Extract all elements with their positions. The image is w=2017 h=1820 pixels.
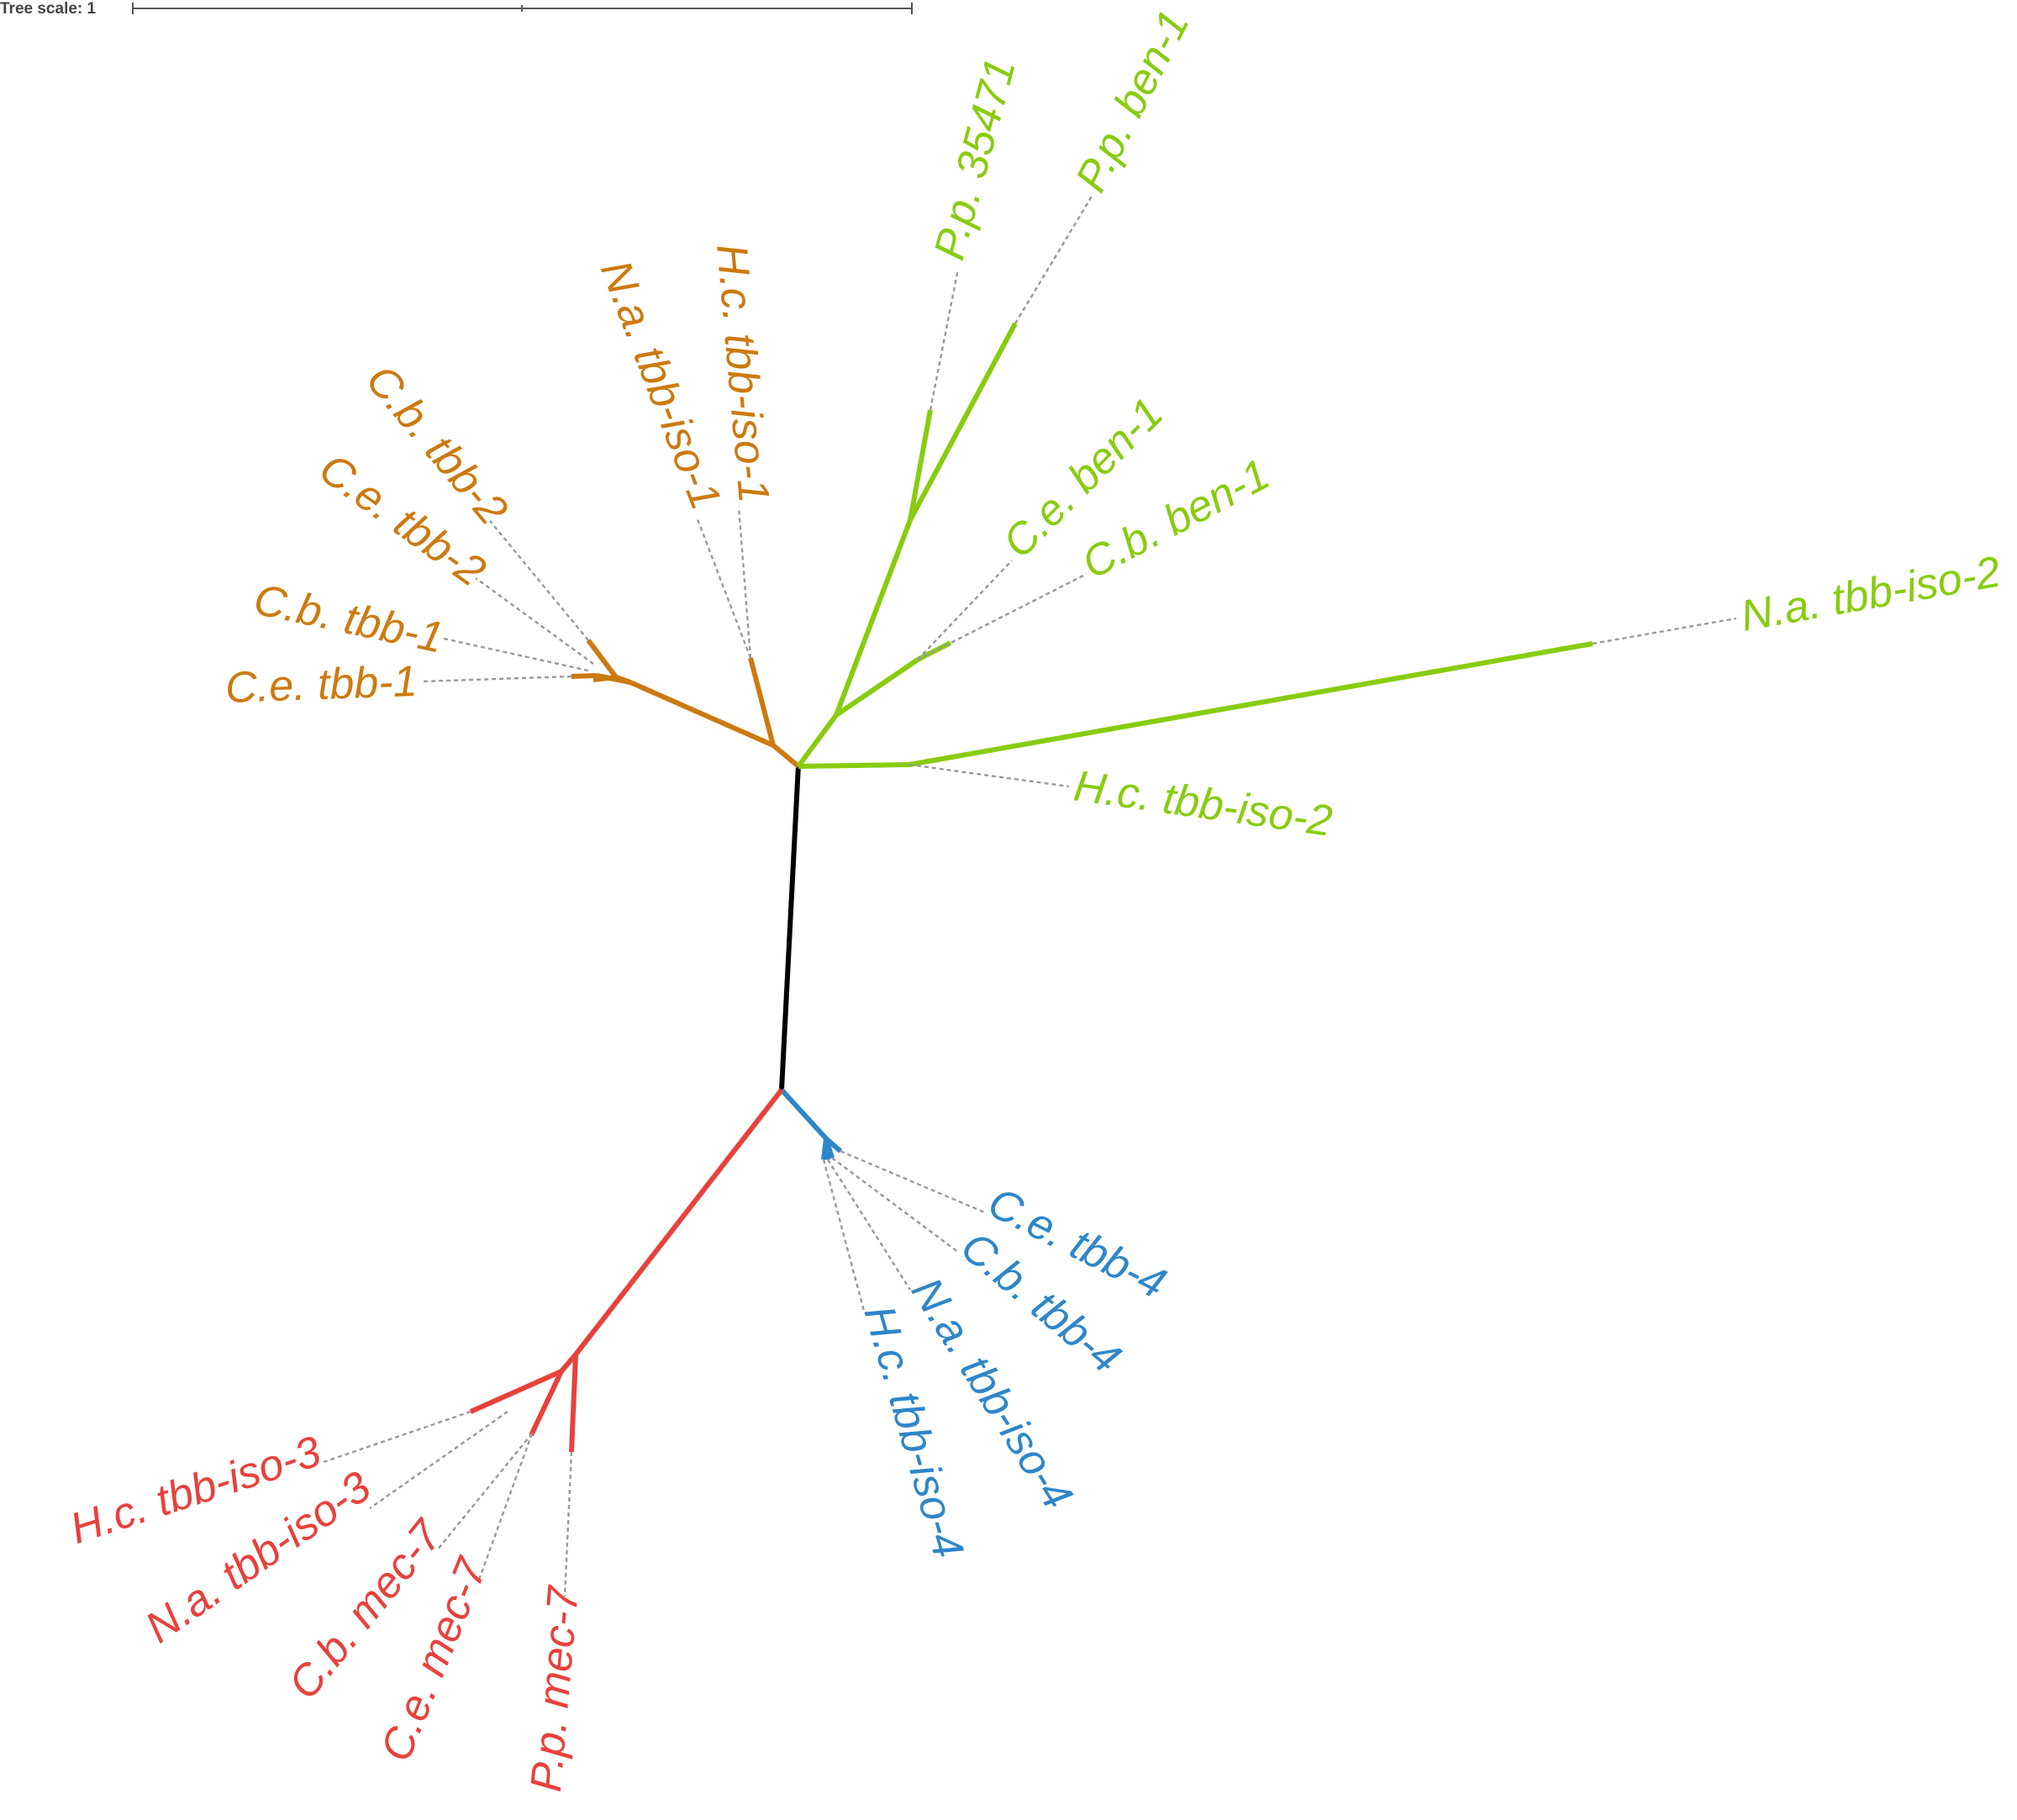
red-leaders	[323, 1410, 573, 1597]
branch	[748, 657, 776, 746]
leaf-label: P.p. mec-7	[522, 1583, 588, 1794]
branch	[629, 680, 775, 748]
branch	[573, 1088, 784, 1356]
leader-line	[840, 1149, 986, 1214]
green-leaders	[908, 194, 1737, 788]
orange-labels: C.e. tbb-1 C.b. tbb-1 C.e. tbb-2 C.b. tb…	[224, 242, 778, 713]
green-labels: P.p. 35471 P.p. ben-1 C.e. ben-1 C.b. be…	[925, 3, 2004, 846]
tree-scale-label: Tree scale: 1	[0, 0, 97, 18]
branch	[779, 1087, 829, 1141]
leader-line	[422, 675, 572, 683]
branch	[569, 1354, 578, 1453]
orange-leaders	[422, 506, 752, 683]
leader-line	[917, 560, 1013, 660]
branch	[559, 1353, 578, 1373]
leader-line	[929, 268, 960, 411]
leader-line	[323, 1410, 471, 1464]
leaf-label: H.c. tbb-iso-2	[1071, 761, 1335, 845]
branch	[469, 1369, 563, 1414]
branch	[908, 322, 1018, 522]
red-branches	[469, 1088, 784, 1453]
leader-line	[831, 1157, 959, 1253]
leader-line	[477, 1433, 534, 1581]
leader-line	[737, 506, 752, 659]
green-branches	[796, 322, 1593, 769]
branch	[835, 657, 919, 718]
leaf-label: N.a. tbb-iso-1	[591, 254, 730, 516]
clade-green: P.p. 35471 P.p. ben-1 C.e. ben-1 C.b. be…	[796, 3, 2004, 846]
leader-line	[563, 1451, 573, 1597]
branch	[908, 641, 1593, 767]
leaf-label: C.e. tbb-1	[224, 657, 418, 713]
branch	[834, 518, 913, 717]
leader-line	[826, 1159, 912, 1291]
blue-branches	[779, 1087, 842, 1160]
branch	[796, 713, 839, 768]
leader-line	[436, 1433, 533, 1551]
orange-branches	[571, 639, 800, 769]
leaf-label: C.b. tbb-1	[250, 576, 447, 663]
blue-leaders	[822, 1149, 986, 1312]
leader-line	[1014, 194, 1094, 324]
branch	[529, 1370, 564, 1435]
clade-orange: C.e. tbb-1 C.b. tbb-1 C.e. tbb-2 C.b. tb…	[224, 242, 800, 769]
leader-line	[369, 1411, 508, 1509]
leader-line	[443, 637, 589, 672]
leaf-label: N.a. tbb-iso-2	[1737, 547, 2004, 640]
root-branch	[779, 764, 801, 1091]
tree-scale: Tree scale: 1	[0, 0, 913, 18]
leaf-label: P.p. 35471	[925, 54, 1025, 266]
clade-blue: C.e. tbb-4 C.b. tbb-4 N.a. tbb-iso-4 H.c…	[779, 1087, 1173, 1564]
leader-line	[917, 572, 1087, 661]
leader-line	[489, 520, 589, 641]
leader-line	[822, 1159, 866, 1312]
branch	[798, 762, 910, 769]
branch	[821, 1138, 829, 1160]
branch	[586, 639, 619, 679]
leader-line	[696, 518, 752, 659]
clade-red: H.c. tbb-iso-3 N.a. tbb-iso-3 C.b. mec-7…	[65, 1088, 784, 1794]
leaf-label: P.p. ben-1	[1066, 3, 1199, 199]
blue-labels: C.e. tbb-4 C.b. tbb-4 N.a. tbb-iso-4 H.c…	[854, 1178, 1173, 1564]
leader-line	[475, 577, 594, 665]
leader-line	[1592, 617, 1737, 645]
branch	[596, 673, 631, 685]
leader-line	[908, 763, 1070, 788]
red-labels: H.c. tbb-iso-3 N.a. tbb-iso-3 C.b. mec-7…	[65, 1427, 588, 1794]
branch	[772, 743, 800, 769]
branch	[908, 409, 933, 521]
